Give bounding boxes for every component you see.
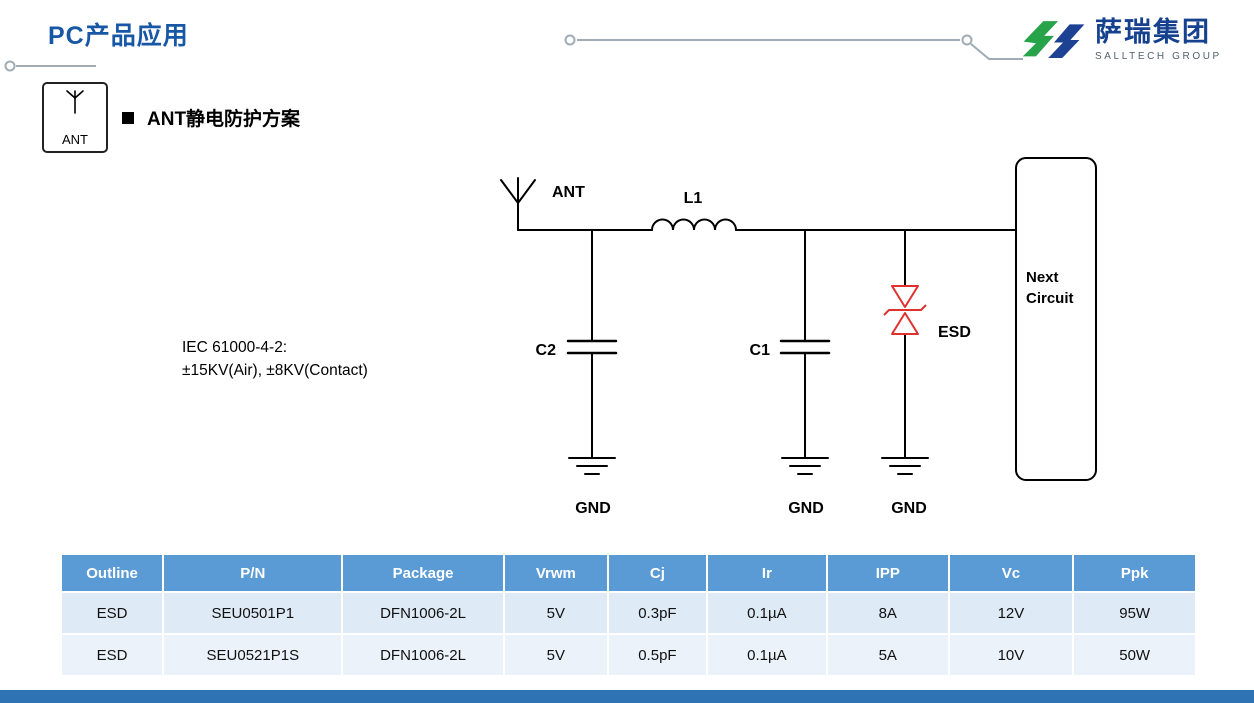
inductor-label: L1 [684, 190, 703, 207]
cell-ir: 0.1µA [705, 633, 829, 677]
cell-ir: 0.1µA [705, 591, 829, 635]
cap-c1-label: C1 [750, 342, 771, 359]
connector-dot [4, 60, 16, 72]
col-header-outline: Outline [59, 553, 165, 593]
ground-symbol-right [881, 457, 929, 475]
parts-table: Outline P/N Package Vrwm Cj Ir IPP Vc Pp… [59, 553, 1197, 677]
iec-note-line2: ±15KV(Air), ±8KV(Contact) [182, 362, 368, 379]
antenna-icon [66, 90, 84, 114]
col-header-vrwm: Vrwm [502, 553, 610, 593]
connector-dot [564, 34, 576, 46]
ground-symbol-mid [781, 457, 829, 475]
cell-package: DFN1006-2L [341, 591, 505, 635]
esd-label: ESD [938, 324, 971, 341]
ground-symbol-left [568, 457, 616, 475]
logo: 萨瑞集团 SALLTECH GROUP [1022, 12, 1222, 68]
next-circuit-label-line2: Circuit [1026, 290, 1074, 307]
gnd-label-right: GND [891, 500, 927, 517]
gnd-label-mid: GND [788, 500, 824, 517]
cell-vrwm: 5V [502, 591, 610, 635]
cell-vrwm: 5V [502, 633, 610, 677]
cell-cj: 0.5pF [607, 633, 708, 677]
connector-dot [961, 34, 973, 46]
col-header-ir: Ir [705, 553, 829, 593]
cell-cj: 0.3pF [607, 591, 708, 635]
col-header-vc: Vc [947, 553, 1075, 593]
logo-group-name: SALLTECH GROUP [1095, 50, 1222, 62]
col-header-package: Package [341, 553, 505, 593]
cell-ipp: 5A [826, 633, 950, 677]
table-row: ESD SEU0521P1S DFN1006-2L 5V 0.5pF 0.1µA… [59, 633, 1197, 677]
antenna-symbol [500, 177, 536, 231]
ant-label: ANT [552, 184, 585, 201]
bottom-accent-bar [0, 690, 1254, 703]
col-header-ipp: IPP [826, 553, 950, 593]
capacitor-c2 [566, 229, 618, 459]
cell-outline: ESD [59, 633, 165, 677]
cell-ppk: 50W [1072, 633, 1197, 677]
esd-tvs-diode-icon [883, 285, 927, 335]
ant-icon-label: ANT [62, 132, 88, 147]
capacitor-c1 [779, 229, 831, 459]
cell-vc: 12V [947, 591, 1075, 635]
col-header-cj: Cj [607, 553, 708, 593]
logo-company-name: 萨瑞集团 [1095, 17, 1211, 48]
cap-c2-label: C2 [536, 342, 557, 359]
logo-text: 萨瑞集团 SALLTECH GROUP [1095, 17, 1222, 62]
cell-package: DFN1006-2L [341, 633, 505, 677]
cell-ppk: 95W [1072, 591, 1197, 635]
decorative-connector [4, 34, 1023, 72]
cell-ipp: 8A [826, 591, 950, 635]
section-heading-text: ANT静电防护方案 [147, 109, 301, 130]
ant-icon-box: ANT [42, 82, 108, 153]
page-title: PC产品应用 [48, 22, 189, 50]
iec-standard-note: IEC 61000-4-2: ±15KV(Air), ±8KV(Contact) [182, 336, 368, 382]
table-row: ESD SEU0501P1 DFN1006-2L 5V 0.3pF 0.1µA … [59, 591, 1197, 635]
cell-pn: SEU0501P1 [162, 591, 344, 635]
square-bullet-icon [122, 111, 134, 124]
col-header-ppk: Ppk [1072, 553, 1197, 593]
next-circuit-box [1015, 157, 1097, 481]
cell-pn: SEU0521P1S [162, 633, 344, 677]
gnd-label-left: GND [575, 500, 611, 517]
next-circuit-label-line1: Next [1026, 269, 1059, 286]
table-header-row: Outline P/N Package Vrwm Cj Ir IPP Vc Pp… [59, 553, 1197, 593]
inductor-l1 [651, 218, 737, 231]
logo-mark [1022, 21, 1085, 59]
cell-vc: 10V [947, 633, 1075, 677]
col-header-pn: P/N [162, 553, 344, 593]
cell-outline: ESD [59, 591, 165, 635]
circuit-wires [500, 177, 1017, 475]
iec-note-line1: IEC 61000-4-2: [182, 339, 288, 356]
section-heading: ANT静电防护方案 [122, 104, 300, 131]
